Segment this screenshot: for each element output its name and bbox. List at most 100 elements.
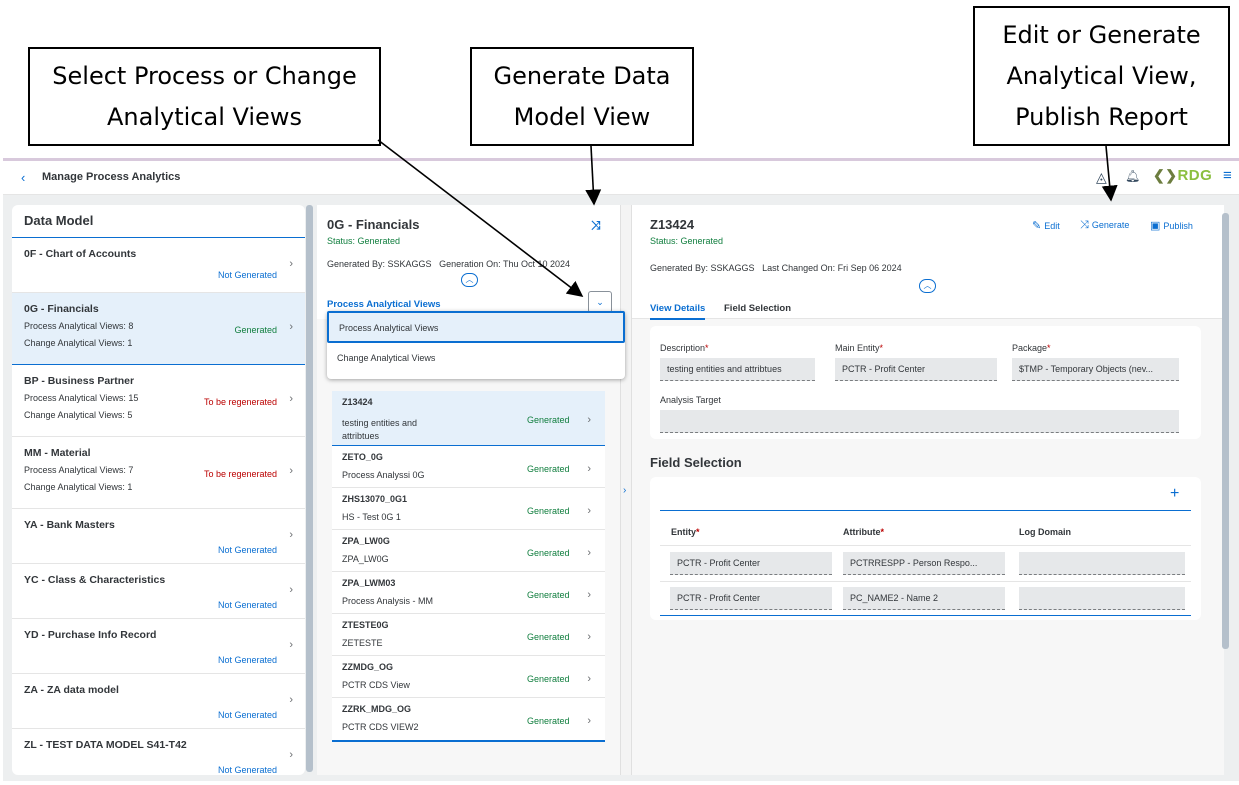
entity-field[interactable]: PCTR - Profit Center	[670, 552, 832, 575]
brand-name: RDG	[1177, 167, 1213, 184]
view-id: ZHS13070_0G1	[342, 494, 408, 504]
list-item[interactable]: ZHS13070_0G1 HS - Test 0G 1 Generated ›	[332, 488, 605, 530]
main-entity-field[interactable]: PCTR - Profit Center	[835, 358, 997, 381]
last-changed-on: Last Changed On: Fri Sep 06 2024	[762, 263, 902, 273]
data-model-item[interactable]: ZL - TEST DATA MODEL S41-T42 Not Generat…	[12, 729, 305, 775]
shell-bar: ‹ Manage Process Analytics ◬ 🔔︎ ❮❯RDG ≡	[3, 161, 1239, 195]
description-label: Description*	[660, 343, 709, 353]
tab-view-details[interactable]: View Details	[650, 303, 706, 320]
data-model-name: BP - Business Partner	[24, 375, 135, 387]
data-model-name: MM - Material	[24, 447, 91, 459]
chevron-right-icon[interactable]: ›	[623, 485, 627, 496]
status-text: To be regenerated	[203, 397, 277, 407]
view-description: ZPA_LW0G	[342, 554, 389, 564]
chevron-right-icon: ›	[289, 584, 293, 596]
description-field[interactable]: testing entities and attribtues	[660, 358, 815, 381]
required-marker: *	[696, 527, 700, 537]
change-views-count: Change Analytical Views: 1	[24, 482, 133, 492]
row-divider	[660, 545, 1191, 546]
data-model-item[interactable]: 0F - Chart of Accounts Not Generated ›	[12, 238, 305, 293]
log-domain-field[interactable]	[1019, 552, 1185, 575]
collapse-header-button[interactable]: ︿	[919, 279, 936, 293]
view-type-dropdown-button[interactable]: ⌄	[588, 291, 612, 313]
data-model-item[interactable]: MM - Material Process Analytical Views: …	[12, 437, 305, 509]
list-item[interactable]: ZZRK_MDG_OG PCTR CDS VIEW2 Generated ›	[332, 698, 605, 740]
label-text: Main Entity	[835, 343, 880, 353]
column-label: Attribute	[843, 527, 881, 537]
edit-label: Edit	[1044, 221, 1060, 231]
required-marker: *	[1047, 343, 1051, 353]
add-icon[interactable]: +	[1170, 485, 1180, 502]
analysis-target-field[interactable]	[660, 410, 1179, 433]
data-model-item[interactable]: BP - Business Partner Process Analytical…	[12, 365, 305, 437]
entity-field[interactable]: PCTR - Profit Center	[670, 587, 832, 610]
collapse-header-button[interactable]: ︿	[461, 273, 478, 287]
status-text: Generated	[527, 415, 570, 425]
tab-field-selection[interactable]: Field Selection	[724, 303, 792, 314]
generated-by: Generated By: SSKAGGS	[327, 259, 432, 269]
change-views-count: Change Analytical Views: 1	[24, 338, 133, 348]
attribute-field[interactable]: PCTRRESPP - Person Respo...	[843, 552, 1005, 575]
chevron-right-icon: ›	[587, 589, 591, 601]
view-id: ZZMDG_OG	[342, 662, 393, 672]
chevron-right-icon: ›	[587, 631, 591, 643]
chevron-right-icon: ›	[587, 414, 591, 426]
status-text: Not Generated	[217, 765, 277, 775]
option-change-analytical-views[interactable]: Change Analytical Views	[337, 353, 436, 363]
data-model-item[interactable]: ZA - ZA data model Not Generated ›	[12, 674, 305, 729]
panel-splitter[interactable]: ›	[620, 205, 632, 775]
chevron-left-icon[interactable]: ‹	[21, 170, 26, 185]
analysis-target-label: Analysis Target	[660, 395, 721, 405]
log-domain-field[interactable]	[1019, 587, 1185, 610]
callout-edit-generate-publish: Edit or Generate Analytical View, Publis…	[973, 6, 1230, 146]
list-item[interactable]: ZPA_LW0G ZPA_LW0G Generated ›	[332, 530, 605, 572]
generate-button[interactable]: ⤨Generate	[1080, 219, 1129, 232]
data-model-item[interactable]: 0G - Financials Process Analytical Views…	[12, 293, 305, 365]
status-text: Not Generated	[217, 655, 277, 665]
status-text: Not Generated	[217, 545, 277, 555]
field-selection-table: + Entity* Attribute* Log Domain PCTR - P…	[650, 477, 1201, 620]
view-description: PCTR CDS View	[342, 680, 410, 690]
right-scrollbar[interactable]	[1222, 213, 1229, 649]
status-text: Generated	[234, 325, 277, 335]
chevron-right-icon: ›	[587, 673, 591, 685]
publish-button[interactable]: ▣Publish	[1150, 219, 1193, 232]
edit-button[interactable]: ✎Edit	[1032, 219, 1060, 232]
settings-icon[interactable]: ◬	[1096, 169, 1107, 185]
notification-bell-icon[interactable]: 🔔︎	[1125, 169, 1141, 183]
data-model-name: YD - Purchase Info Record	[24, 629, 157, 641]
view-description: Process Analyssi 0G	[342, 470, 425, 480]
list-item[interactable]: ZETO_0G Process Analyssi 0G Generated ›	[332, 446, 605, 488]
data-model-name: 0G - Financials	[24, 303, 99, 315]
table-top-divider	[660, 510, 1191, 511]
attribute-field[interactable]: PC_NAME2 - Name 2	[843, 587, 1005, 610]
label-text: Description	[660, 343, 706, 353]
chevron-right-icon: ›	[289, 321, 293, 333]
list-item[interactable]: ZZMDG_OG PCTR CDS View Generated ›	[332, 656, 605, 698]
object-title: 0G - Financials	[327, 217, 420, 232]
list-item[interactable]: Z13424 testing entities and attribtues G…	[332, 391, 605, 446]
data-model-item[interactable]: YD - Purchase Info Record Not Generated …	[12, 619, 305, 674]
list-item[interactable]: ZTESTE0G ZETESTE Generated ›	[332, 614, 605, 656]
detail-status: Status: Generated	[650, 236, 724, 246]
package-field[interactable]: $TMP - Temporary Objects (nev...	[1012, 358, 1179, 381]
chevron-right-icon: ›	[289, 465, 293, 477]
chevron-right-icon: ›	[289, 694, 293, 706]
menu-icon[interactable]: ≡	[1223, 167, 1232, 184]
app-window: ‹ Manage Process Analytics ◬ 🔔︎ ❮❯RDG ≡ …	[3, 158, 1239, 781]
required-marker: *	[880, 527, 885, 537]
view-description: testing entities and attribtues	[342, 418, 418, 441]
process-views-count: Process Analytical Views: 7	[24, 465, 134, 475]
column-attribute: Attribute*	[843, 527, 884, 537]
chevron-right-icon: ›	[587, 715, 591, 727]
option-process-analytical-views[interactable]: Process Analytical Views	[327, 311, 625, 343]
status-text: Generated	[527, 506, 570, 516]
data-model-item[interactable]: YA - Bank Masters Not Generated ›	[12, 509, 305, 564]
generation-on: Generation On: Thu Oct 10 2024	[439, 259, 570, 269]
list-item[interactable]: ZPA_LWM03 Process Analysis - MM Generate…	[332, 572, 605, 614]
app-title: Manage Process Analytics	[42, 171, 181, 183]
callout-text: Select Process or Change Analytical View…	[52, 61, 357, 131]
generate-model-icon[interactable]: ⤨	[591, 218, 601, 232]
data-model-item[interactable]: YC - Class & Characteristics Not Generat…	[12, 564, 305, 619]
left-scrollbar[interactable]	[306, 205, 313, 772]
